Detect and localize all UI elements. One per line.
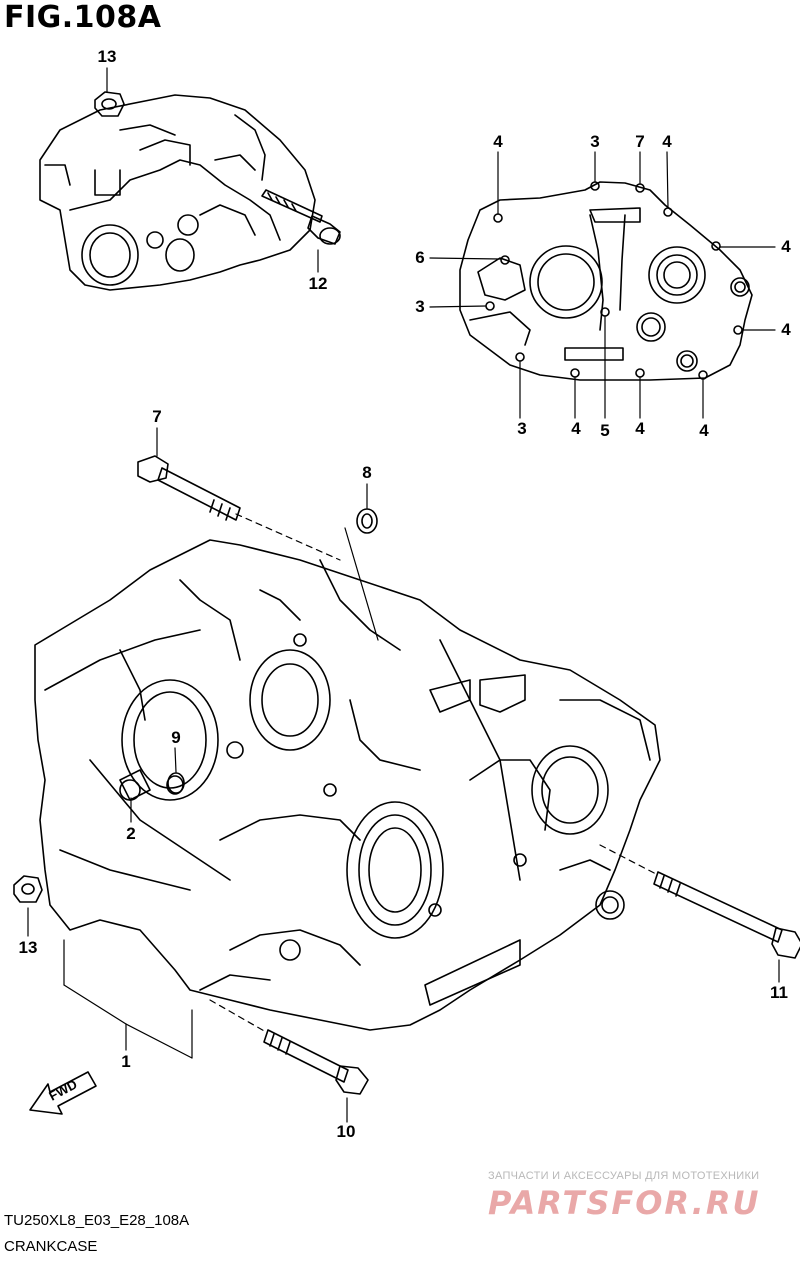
callout-13-top: 13 (97, 47, 117, 66)
assembly-bracket-1 (63, 939, 193, 1059)
bolt-7-axis (235, 513, 341, 561)
fwd-arrow: FWD (29, 1071, 97, 1115)
callout-7-b: 7 (152, 407, 162, 426)
callout-5: 5 (600, 421, 610, 440)
side-view-leaders (429, 151, 776, 419)
watermark-logo: PARTSFOR.RU (488, 1184, 761, 1222)
callout-4-a: 4 (493, 132, 503, 151)
figure-code: TU250XL8_E03_E28_108A (4, 1212, 190, 1229)
callout-12: 12 (308, 274, 328, 293)
callout-1: 1 (121, 1052, 131, 1071)
callout-6: 6 (415, 248, 425, 267)
callout-9: 9 (171, 728, 181, 747)
figure-title: FIG.108A (4, 0, 162, 35)
callout-3-c: 3 (517, 419, 527, 438)
callout-2: 2 (126, 824, 136, 843)
callout-4-c: 4 (781, 237, 791, 256)
upper-crankcase-half (39, 94, 316, 291)
crankcase-side-view (459, 181, 753, 381)
callout-4-d: 4 (781, 320, 791, 339)
callout-8: 8 (362, 463, 372, 482)
bolt-10 (263, 1029, 369, 1095)
bolt-11 (653, 871, 800, 959)
callout-3-b: 3 (415, 297, 425, 316)
main-leaders (27, 67, 780, 1123)
callout-4-f: 4 (635, 419, 645, 438)
dowel-2 (119, 769, 151, 801)
main-crankcase-assembly (34, 539, 661, 1031)
callout-11: 11 (770, 983, 788, 1002)
callout-7-a: 7 (635, 132, 645, 151)
bolt-10-axis (209, 999, 267, 1033)
nut-13-bottom (13, 875, 43, 903)
callout-3-a: 3 (590, 132, 600, 151)
fwd-label: FWD (46, 1077, 79, 1104)
figure-caption: CRANKCASE (4, 1238, 98, 1255)
callout-4-b: 4 (662, 132, 672, 151)
washer-8 (356, 508, 378, 534)
pin-9 (167, 772, 185, 794)
callout-10: 10 (336, 1122, 356, 1141)
callout-13-bottom: 13 (18, 938, 38, 957)
bolt-12 (261, 189, 341, 245)
bolt-7 (137, 455, 241, 521)
callout-4-e: 4 (571, 419, 581, 438)
bolt-11-axis (599, 844, 659, 876)
watermark-subtitle: ЗАПЧАСТИ И АКСЕССУАРЫ ДЛЯ МОТОТЕХНИКИ (488, 1170, 760, 1182)
callout-4-g: 4 (699, 421, 709, 440)
nut-13-top (94, 91, 125, 117)
